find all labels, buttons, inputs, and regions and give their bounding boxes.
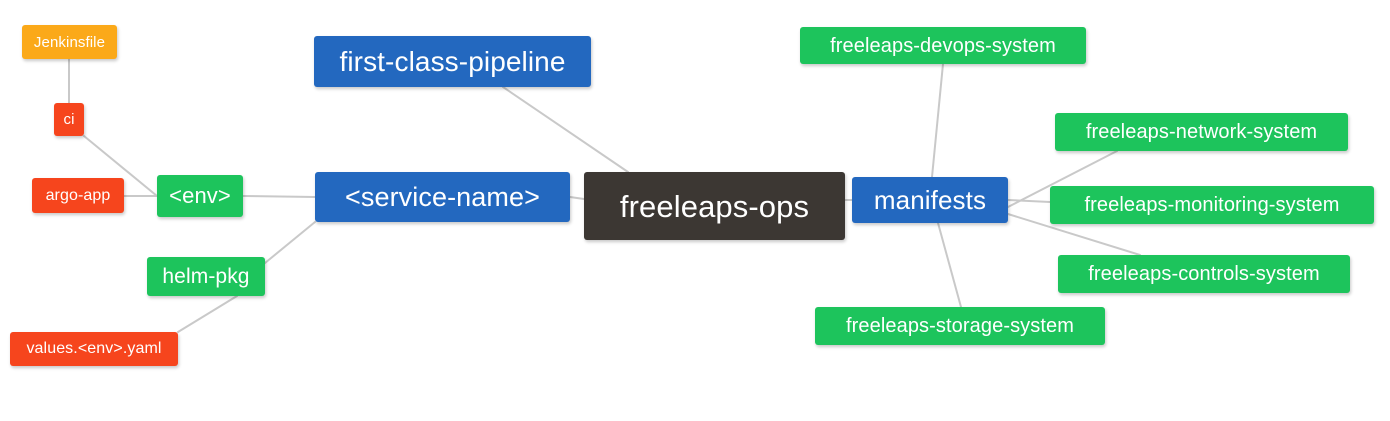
edge-manifests-to-freeleaps-devops-system [931,63,944,178]
edge-service-name-to-freeleaps-ops [569,196,585,200]
node-freeleaps-storage-system[interactable]: freeleaps-storage-system [815,307,1105,345]
node-argo-app[interactable]: argo-app [32,178,124,213]
edge-first-class-pipeline-to-freeleaps-ops [502,86,629,173]
node-label-freeleaps-storage-system: freeleaps-storage-system [845,315,1075,337]
edge-manifests-to-freeleaps-monitoring-system [1007,199,1051,203]
node-label-helm-pkg: helm-pkg [162,265,250,288]
node-label-values-yaml: values.<env>.yaml [26,340,162,357]
node-manifests[interactable]: manifests [852,177,1008,223]
node-freeleaps-ops[interactable]: freeleaps-ops [584,172,845,240]
node-label-jenkinsfile: Jenkinsfile [33,33,106,51]
edge-service-name-to-helm-pkg [264,221,316,264]
edge-helm-pkg-to-values-yaml [177,295,238,333]
node-ci[interactable]: ci [54,103,84,136]
edge-manifests-to-freeleaps-storage-system [937,222,962,308]
node-label-freeleaps-devops-system: freeleaps-devops-system [830,34,1056,57]
node-label-env: <env> [169,183,231,208]
node-label-freeleaps-controls-system: freeleaps-controls-system [1088,263,1320,285]
node-helm-pkg[interactable]: helm-pkg [147,257,265,296]
node-label-freeleaps-ops: freeleaps-ops [619,188,810,224]
node-label-manifests: manifests [873,185,987,215]
node-label-ci: ci [63,111,75,128]
node-label-service-name: <service-name> [345,181,540,212]
node-service-name[interactable]: <service-name> [315,172,570,222]
node-freeleaps-controls-system[interactable]: freeleaps-controls-system [1058,255,1350,293]
node-label-first-class-pipeline: first-class-pipeline [339,45,566,77]
node-env[interactable]: <env> [157,175,243,217]
node-freeleaps-network-system[interactable]: freeleaps-network-system [1055,113,1348,151]
node-values-yaml[interactable]: values.<env>.yaml [10,332,178,366]
node-jenkinsfile[interactable]: Jenkinsfile [22,25,117,59]
edge-env-to-service-name [242,195,316,198]
node-label-freeleaps-monitoring-system: freeleaps-monitoring-system [1084,194,1340,216]
node-label-freeleaps-network-system: freeleaps-network-system [1085,121,1318,143]
node-label-argo-app: argo-app [45,186,111,204]
node-first-class-pipeline[interactable]: first-class-pipeline [314,36,591,87]
node-freeleaps-devops-system[interactable]: freeleaps-devops-system [800,27,1086,64]
node-freeleaps-monitoring-system[interactable]: freeleaps-monitoring-system [1050,186,1374,224]
